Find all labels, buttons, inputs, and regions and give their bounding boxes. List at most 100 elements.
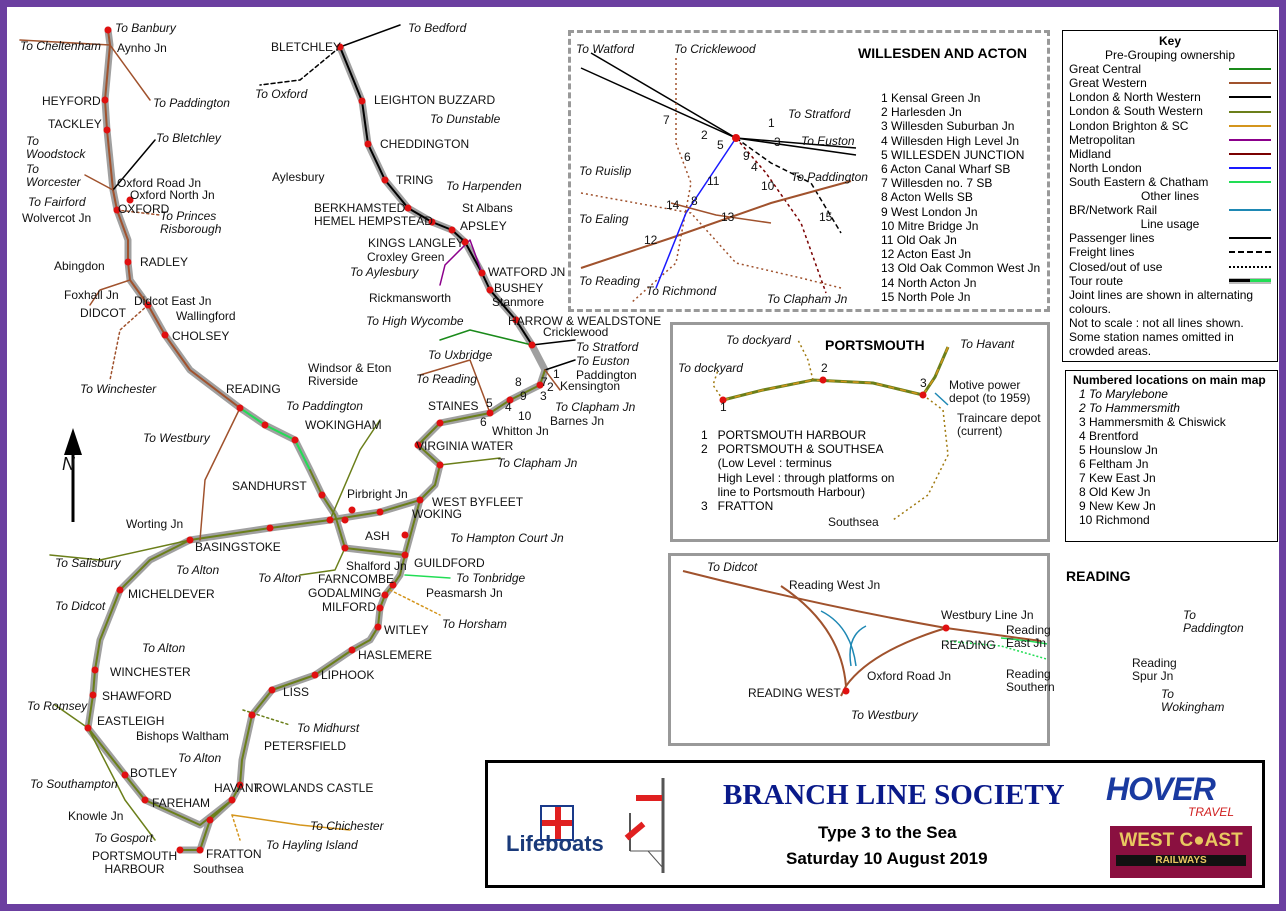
numbered-location: 3 Hammersmith & Chiswick (1079, 415, 1226, 429)
key-swatch (1229, 138, 1271, 141)
gw-line (109, 44, 151, 101)
numbered-locations: Numbered locations on main map 1 To Mary… (1065, 370, 1278, 542)
station-label: KINGS LANGLEY (368, 236, 465, 250)
portsmouth-location: High Level : through platforms on (701, 470, 895, 485)
station-dot (116, 586, 124, 594)
station-label: BUSHEY (494, 281, 544, 295)
closed-line (389, 589, 441, 616)
station-label: BOTLEY (130, 766, 178, 780)
station-label: Shalford Jn (346, 559, 407, 573)
station-label: WOKINGHAM (305, 418, 382, 432)
willesden-title: WILLESDEN AND ACTON (858, 45, 1028, 61)
willesden-marker: 1 (768, 116, 775, 130)
portsmouth-marker: 3 (920, 376, 927, 390)
station-label: Kensington (560, 379, 621, 393)
key-item-label: Midland (1069, 146, 1112, 161)
key-item-label: North London (1069, 160, 1142, 175)
hover-travel-sub: TRAVEL (1188, 805, 1235, 819)
closed-line (116, 209, 161, 216)
willesden-label: To Euston (801, 134, 855, 148)
willesden-location: 15 North Pole Jn (881, 289, 971, 304)
station-label: VIRGINIA WATER (416, 439, 514, 453)
gc-line (439, 329, 533, 346)
map-key: Key Pre-Grouping ownership Great Central… (1062, 30, 1278, 362)
station-label: LISS (283, 685, 310, 699)
station-label: WITLEY (384, 623, 429, 637)
portsmouth-title: PORTSMOUTH (825, 337, 925, 353)
station-label: FRATTON (206, 847, 262, 861)
key-item: Freight lines (1069, 245, 1271, 259)
willesden-marker: 15 (819, 210, 833, 224)
station-label: MILFORD (322, 600, 376, 614)
station-dot (506, 396, 514, 404)
key-item: London & South Western (1069, 104, 1271, 118)
society-title: BRANCH LINE SOCIETY (723, 779, 1065, 811)
destination-label: To Hayling Island (266, 838, 358, 852)
station-dot (113, 206, 121, 214)
station-label: 9 (520, 389, 527, 403)
destination-label: To Paddington (153, 96, 230, 110)
numbered-location: 4 Brentford (1079, 429, 1139, 443)
station-dot (348, 646, 356, 654)
station-label: Cricklewood (543, 325, 609, 339)
station-label: APSLEY (460, 219, 507, 233)
key-swatch (1229, 180, 1271, 183)
closed-swatch (1229, 265, 1271, 268)
gw-line (89, 279, 131, 306)
station-label: READING (226, 382, 281, 396)
key-item: Midland (1069, 147, 1271, 161)
station-label: Knowle Jn (68, 809, 124, 823)
reading-label: To Didcot (707, 560, 758, 574)
numbered-location: 5 Hounslow Jn (1079, 443, 1158, 457)
willesden-marker: 9 (743, 149, 750, 163)
station-label: 2 (547, 380, 554, 394)
station-label: WEST BYFLEET (432, 495, 524, 509)
station-label: 4 (505, 400, 512, 414)
key-swatch (1229, 82, 1271, 85)
station-dot (291, 436, 299, 444)
destination-label: To Midhurst (297, 721, 360, 735)
station-dot (381, 176, 389, 184)
station-label: ROWLANDS CASTLE (254, 781, 374, 795)
hover-travel-logo: HOVER (1106, 771, 1216, 807)
destination-label: To Alton (178, 751, 222, 765)
destination-label: To Harpenden (446, 179, 522, 193)
station-label: HARROW & WEALDSTONE (508, 314, 662, 328)
willesden-label: To Stratford (788, 107, 851, 121)
lnwr-line (339, 24, 401, 48)
station-dot (311, 671, 319, 679)
destination-label: To Southampton (30, 777, 118, 791)
station-label: MICHELDEVER (128, 587, 215, 601)
station-label: EASTLEIGH (97, 714, 165, 728)
willesden-location: 3 Willesden Suburban Jn (881, 119, 1015, 134)
station-dot (528, 341, 536, 349)
lswr-line (54, 704, 89, 729)
station-label: LIPHOOK (321, 668, 375, 682)
station-label: Oxford North Jn (130, 188, 215, 202)
railways-text: RAILWAYS (1116, 855, 1246, 866)
reading-label: Reading Southern (1006, 667, 1055, 694)
station-label: St Albans (462, 201, 513, 215)
destination-label: To Romsey (27, 699, 88, 713)
reading-label: Reading West Jn (789, 578, 881, 592)
station-dot (436, 461, 444, 469)
willesden-location: 8 Acton Wells SB (881, 190, 973, 205)
station-label: GUILDFORD (414, 556, 485, 570)
key-item: Tour route (1069, 274, 1271, 288)
key-item-label: Tour route (1069, 273, 1124, 288)
station-label: Wolvercot Jn (22, 211, 92, 225)
station-label: BERKHAMSTED HEMEL HEMPSTEAD (314, 201, 433, 228)
destination-label: To Reading (416, 372, 477, 386)
key-item: London Brighton & SC (1069, 119, 1271, 133)
station-label: Barnes Jn (550, 414, 605, 428)
key-item: Great Western (1069, 76, 1271, 90)
key-item: Closed/out of use (1069, 260, 1271, 274)
station-dot (428, 218, 436, 226)
gw-line (84, 174, 114, 191)
station-label: 3 (540, 389, 547, 403)
key-item-label: South Eastern & Chatham (1069, 174, 1209, 189)
tour-swatch (1229, 277, 1271, 284)
portsmouth-label: Motive power depot (to 1959) (949, 378, 1031, 405)
key-item: London & North Western (1069, 90, 1271, 104)
